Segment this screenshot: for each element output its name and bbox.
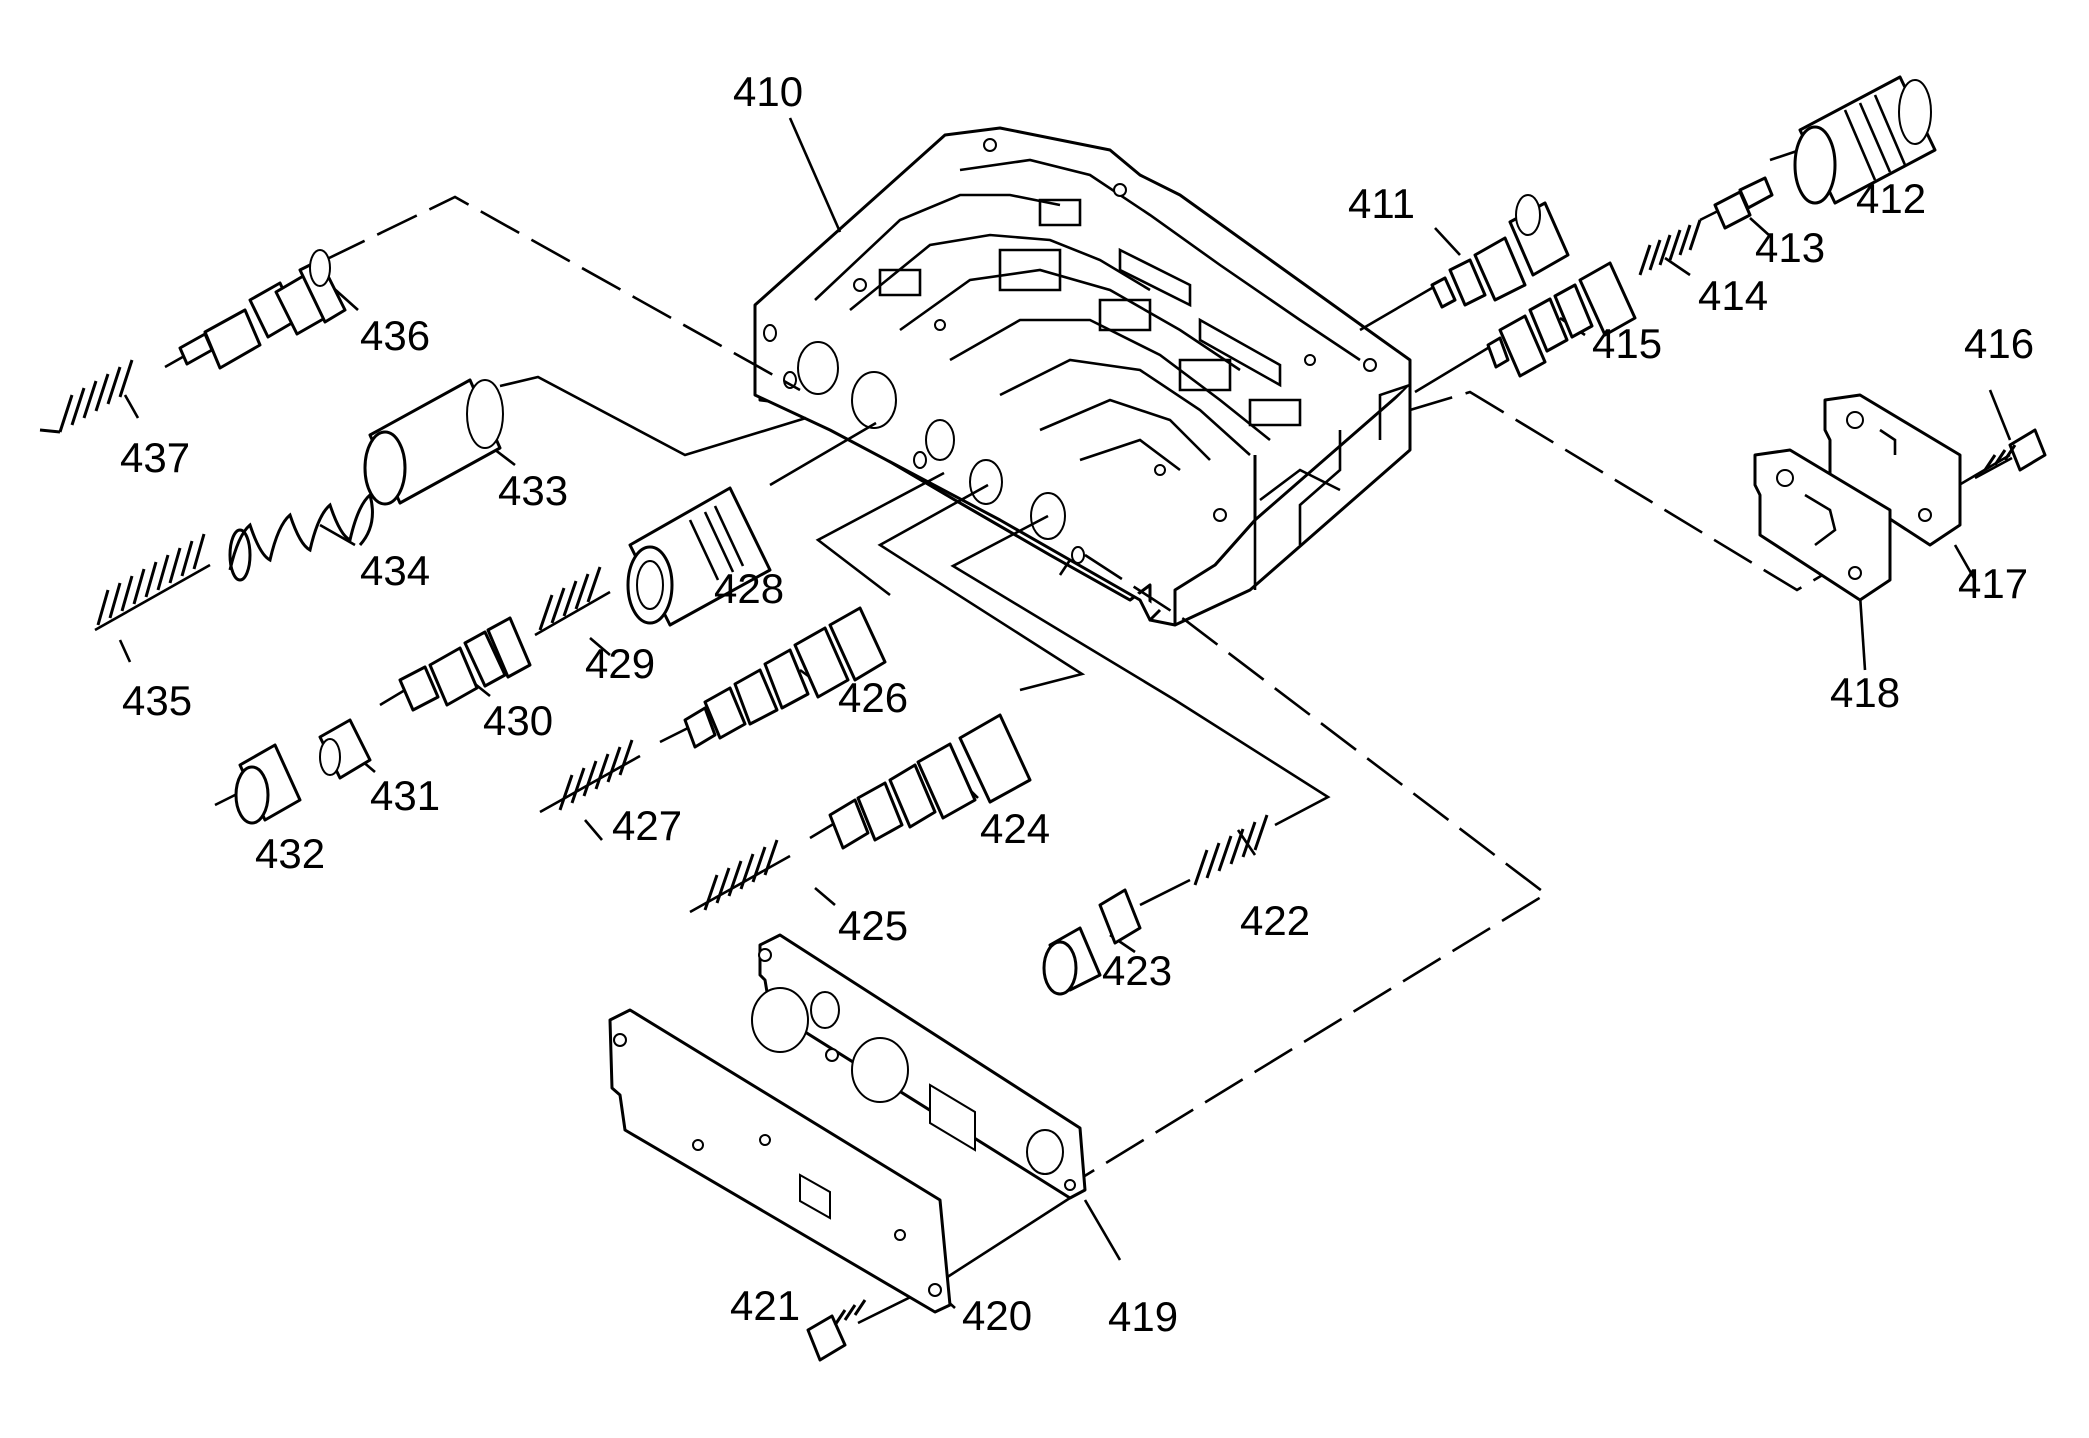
spring-437 [39,359,134,434]
label-413: 413 [1755,224,1825,271]
label-421: 421 [730,1282,800,1329]
label-414: 414 [1698,272,1768,319]
valve-430 [379,616,532,712]
label-428: 428 [714,565,784,612]
label-410: 410 [733,68,803,115]
sleeve-428 [626,486,772,627]
valve-436 [164,249,347,370]
label-427: 427 [612,802,682,849]
label-412: 412 [1856,175,1926,222]
valve-423 [1042,878,1191,996]
spring-422 [1193,814,1269,886]
spring-427 [539,739,641,814]
bolt-421 [806,1299,867,1362]
label-433: 433 [498,467,568,514]
label-418: 418 [1830,669,1900,716]
bolt-416 [1974,428,2047,480]
label-424: 424 [980,805,1050,852]
label-437: 437 [120,434,190,481]
label-417: 417 [1958,560,2028,607]
label-425: 425 [838,902,908,949]
label-422: 422 [1240,897,1310,944]
label-416: 416 [1964,320,2034,367]
spring-425 [689,839,791,914]
sleeve-433 [363,378,504,506]
label-415: 415 [1592,320,1662,367]
valve-body-410 [753,126,1412,627]
plate-420 [608,1008,952,1314]
label-435: 435 [122,677,192,724]
label-432: 432 [255,830,325,877]
plug-431 [318,718,372,780]
sleeve-412 [1793,75,1937,205]
spring-429 [534,566,611,637]
label-434: 434 [360,547,430,594]
label-423: 423 [1102,947,1172,994]
plate-418 [1753,448,1892,602]
label-436: 436 [360,312,430,359]
cap-432 [214,743,302,825]
label-419: 419 [1108,1293,1178,1340]
spring-414 [1638,219,1702,276]
valve-424 [809,713,1032,850]
label-411: 411 [1348,180,1415,227]
part-labels: 410 411 412 413 414 415 416 417 418 419 … [120,68,2034,1340]
pin-413 [1699,176,1774,230]
spring-435 [94,533,211,632]
label-420: 420 [962,1292,1032,1339]
label-426: 426 [838,674,908,721]
valve-411 [1430,194,1570,309]
label-430: 430 [483,697,553,744]
label-431: 431 [370,772,440,819]
label-429: 429 [585,640,655,687]
gasket-419 [751,933,1087,1200]
valve-426 [659,606,887,749]
plate-417 [1823,393,1962,547]
spring-434 [228,492,374,582]
valve-415 [1486,261,1637,378]
